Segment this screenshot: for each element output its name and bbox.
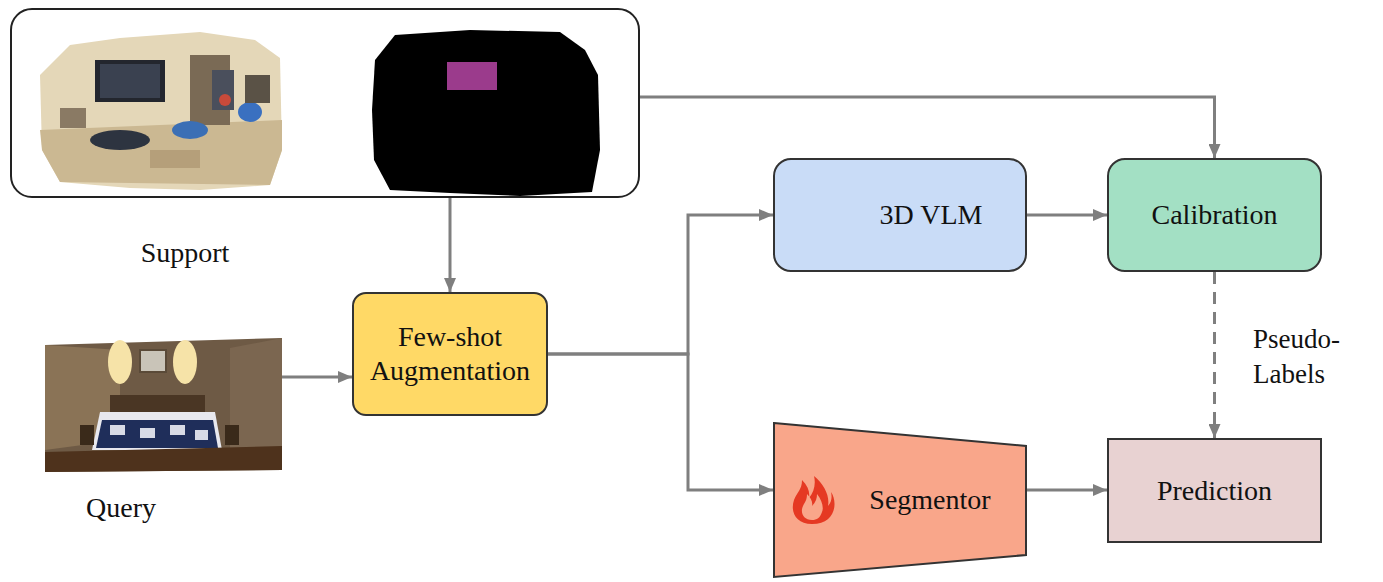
flow-arrow: [1027, 214, 1107, 217]
query-scene-image: [45, 338, 282, 472]
flow-arrow: [640, 97, 1215, 158]
model-box: 3D VLM: [773, 158, 1027, 272]
box-label: Segmentor: [869, 483, 990, 517]
box-label: Prediction: [1157, 474, 1272, 508]
trapezoid-shape: [774, 423, 1026, 577]
box-label: 3D VLM: [880, 198, 983, 232]
flow-arrow: [548, 354, 773, 490]
query-image: Query: [45, 338, 282, 472]
support-box: Support: [10, 8, 640, 198]
box-label: Calibration: [1152, 198, 1278, 232]
support-mask-image: [372, 30, 600, 196]
process-box: Few-shot Augmentation: [352, 292, 548, 416]
image-caption: Support: [141, 236, 230, 270]
dashed-arrow: [1213, 272, 1216, 438]
process-box: Calibration: [1107, 158, 1322, 272]
image-caption: Query: [86, 491, 156, 525]
flow-arrow: [282, 376, 352, 379]
box-label: Few-shot Augmentation: [354, 320, 546, 387]
support-scene-image: [40, 32, 282, 190]
flow-arrow: [548, 215, 773, 354]
flow-arrow: [1027, 489, 1107, 492]
output-box: Prediction: [1107, 438, 1322, 543]
flame-icon: [793, 476, 835, 524]
flow-arrow: [449, 198, 452, 292]
trapezoid-model: Segmentor: [773, 422, 1027, 578]
edge-label: Pseudo- Labels: [1253, 322, 1371, 392]
